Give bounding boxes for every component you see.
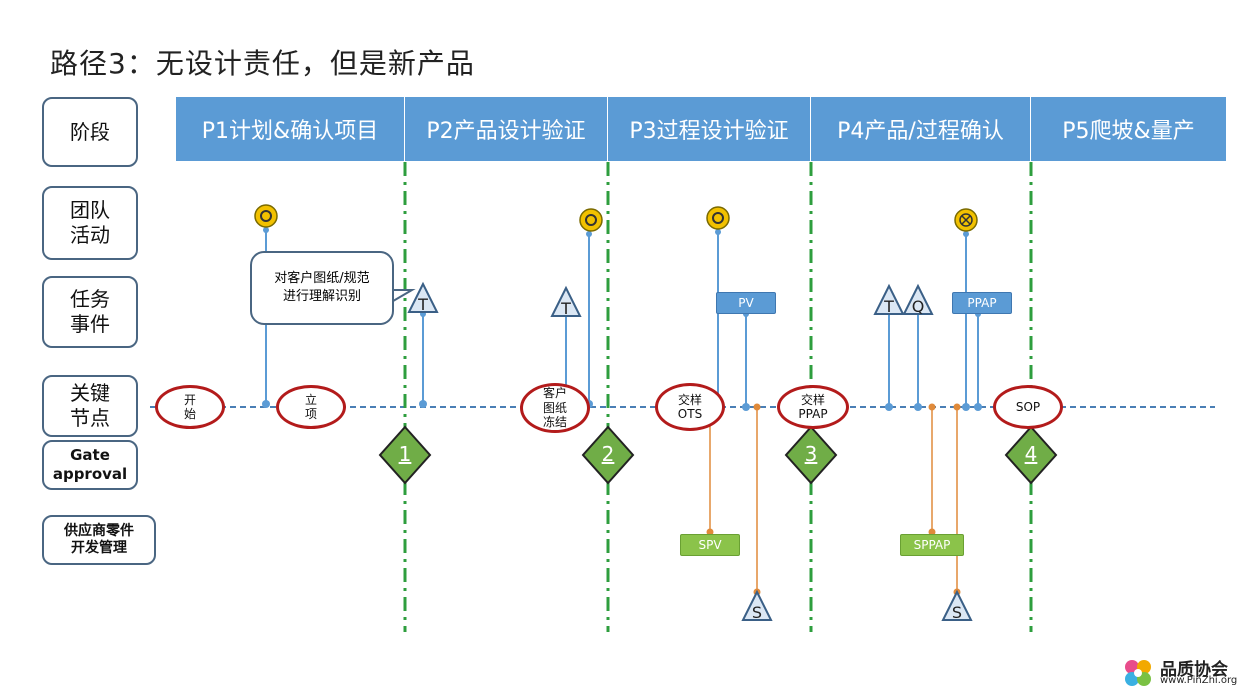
- milestone-launch: 立 项: [276, 385, 346, 429]
- milestone-drawing-freeze: 客户 图纸 冻结: [520, 383, 590, 433]
- milestone-ots: 交样 OTS: [655, 383, 725, 431]
- review-x-icon: [954, 208, 978, 232]
- t-label-2: T: [560, 299, 571, 318]
- s-triangle-1: [741, 589, 773, 621]
- meeting-icon-3: [706, 206, 730, 230]
- t-triangle-2: [550, 285, 582, 317]
- gate-diamond-2: [581, 425, 635, 485]
- team-activity-icons: [254, 204, 978, 232]
- row-label-task: 任务 事件: [42, 276, 138, 348]
- logo-url: www.PinZhi.org: [1160, 675, 1238, 686]
- logo: 品质协会 www.PinZhi.org: [1120, 655, 1240, 691]
- t-triangle-1: [407, 281, 439, 313]
- supplier-dots: [706, 403, 961, 596]
- flower-logo-icon: [1125, 660, 1151, 686]
- gate-diamonds: [378, 425, 1058, 485]
- s-label-1: S: [752, 603, 762, 622]
- gate-number-4: 4: [1024, 442, 1038, 466]
- s-label-2: S: [952, 603, 962, 622]
- row-label-supplier: 供应商零件 开发管理: [42, 515, 156, 565]
- pv-box: PV: [716, 292, 776, 314]
- sppap-box: SPPAP: [900, 534, 964, 556]
- gate-number-2: 2: [601, 442, 615, 466]
- t-label-1: T: [417, 295, 428, 314]
- gate-diamond-3: [784, 425, 838, 485]
- gate-number-1: 1: [398, 442, 412, 466]
- meeting-icon-2: [579, 208, 603, 232]
- task-triangles: [407, 281, 973, 621]
- t-label-3: T: [883, 297, 894, 316]
- gate-diamond-4: [1004, 425, 1058, 485]
- meeting-icon-1: [254, 204, 278, 228]
- t-triangle-3: [873, 283, 905, 315]
- milestone-ppap: 交样 PPAP: [777, 385, 849, 429]
- logo-name: 品质协会: [1160, 660, 1228, 680]
- row-label-gate: Gate approval: [42, 440, 138, 490]
- callout-box: 对客户图纸/规范 进行理解识别: [250, 251, 394, 325]
- supplier-lines: [709, 407, 958, 592]
- gate-number-3: 3: [804, 442, 818, 466]
- q-label: Q: [912, 297, 925, 316]
- page-title: 路径3：无设计责任，但是新产品: [50, 47, 475, 80]
- q-triangle: [902, 283, 934, 315]
- milestone-sop: SOP: [993, 385, 1063, 429]
- spv-box: SPV: [680, 534, 740, 556]
- row-label-team: 团队 活动: [42, 186, 138, 260]
- milestone-start: 开 始: [155, 385, 225, 429]
- phase-p3: P3过程设计验证: [608, 97, 811, 161]
- phase-p5: P5爬坡&量产: [1031, 97, 1227, 161]
- phase-p1: P1计划&确认项目: [176, 97, 405, 161]
- phase-p2: P2产品设计验证: [405, 97, 608, 161]
- ppap-box: PPAP: [952, 292, 1012, 314]
- gate-diamond-1: [378, 425, 432, 485]
- row-label-milestone: 关键 节点: [42, 375, 138, 437]
- s-triangle-2: [941, 589, 973, 621]
- row-label-stage: 阶段: [42, 97, 138, 167]
- phase-p4: P4产品/过程确认: [811, 97, 1031, 161]
